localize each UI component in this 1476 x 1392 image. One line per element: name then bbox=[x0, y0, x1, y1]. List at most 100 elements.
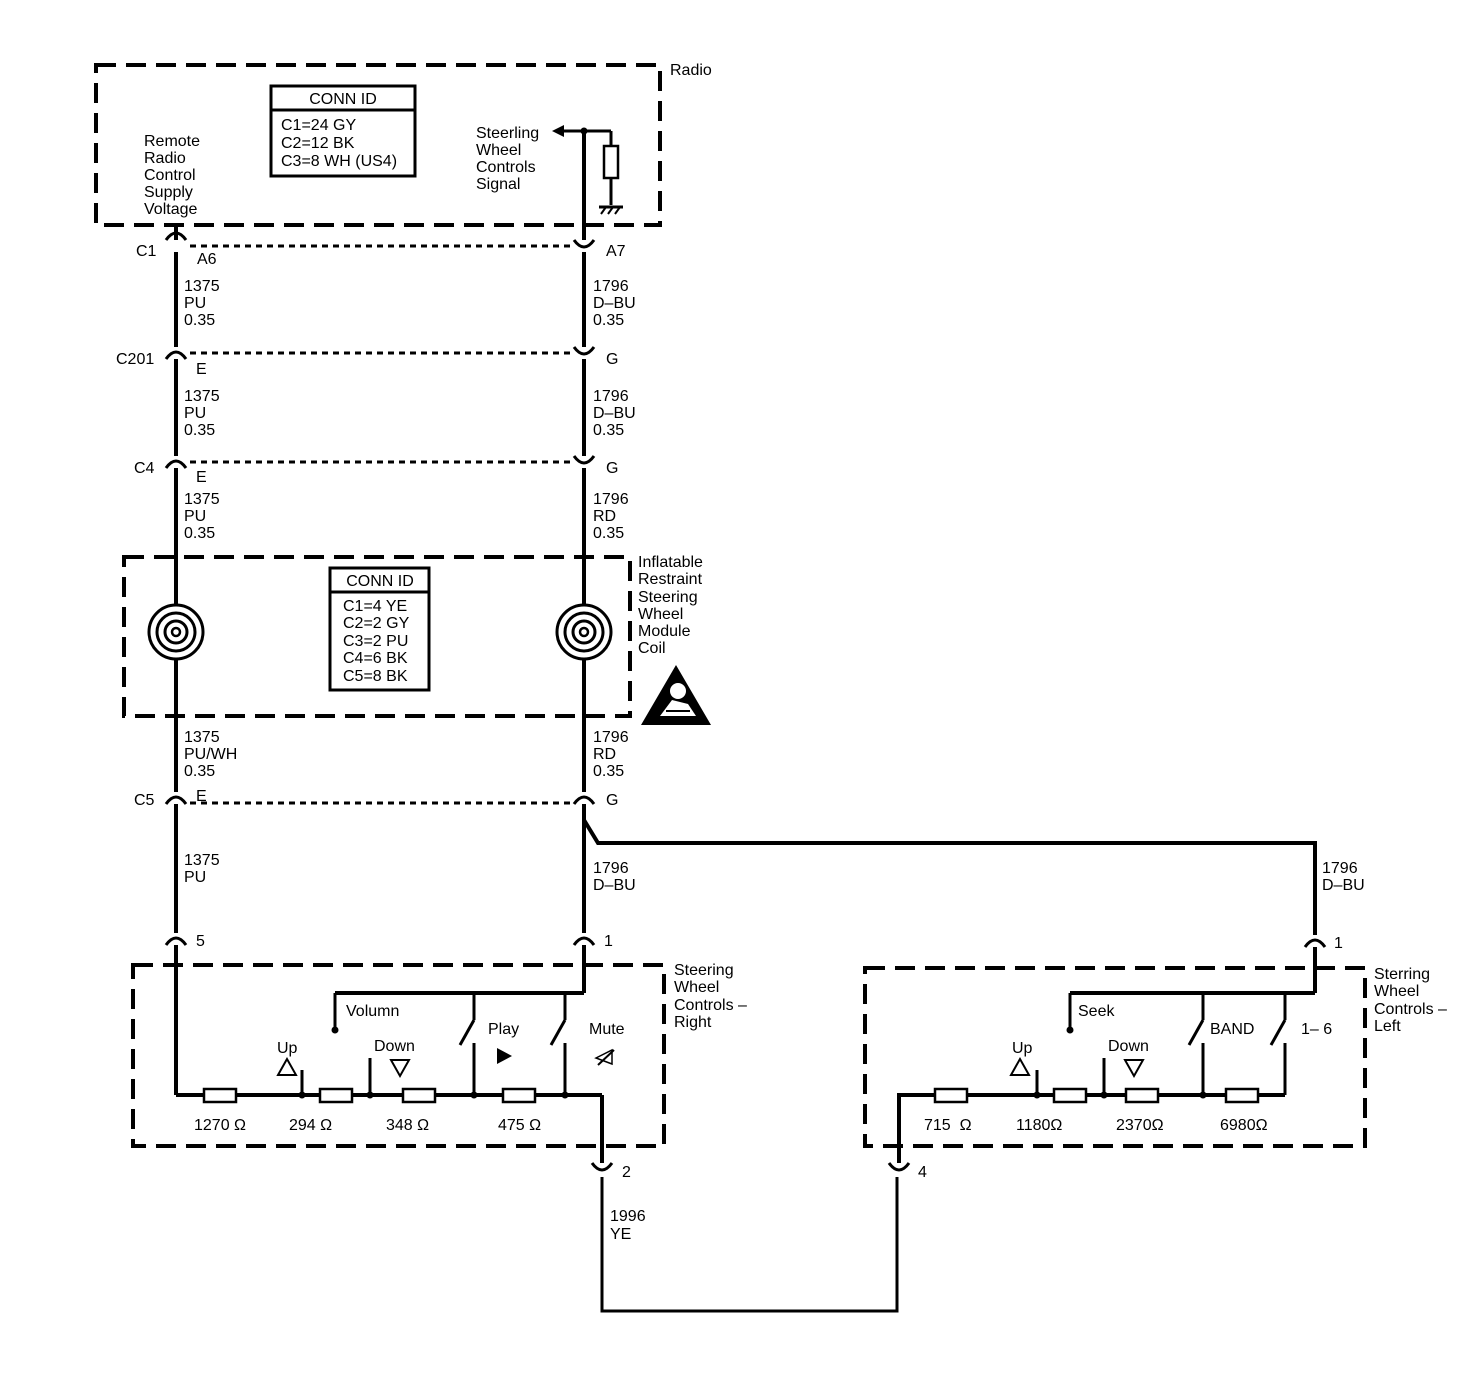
svg-text:Module: Module bbox=[638, 623, 691, 640]
coil-module-label: Inflatable Restraint Steering Wheel Modu… bbox=[638, 554, 703, 657]
svg-text:1996: 1996 bbox=[610, 1208, 646, 1225]
coil-module-box bbox=[122, 555, 632, 718]
svg-text:C5: C5 bbox=[134, 792, 155, 809]
svg-text:0.35: 0.35 bbox=[184, 312, 215, 329]
svg-text:C1=4 YE: C1=4 YE bbox=[343, 598, 407, 615]
svg-text:C1: C1 bbox=[136, 243, 157, 260]
svg-text:1796: 1796 bbox=[593, 729, 629, 746]
sw-right-switch bbox=[458, 1019, 567, 1046]
svg-text:5: 5 bbox=[196, 933, 205, 950]
resistor-6980 bbox=[1224, 1087, 1260, 1104]
svg-text:G: G bbox=[606, 351, 618, 368]
resistor-1270 bbox=[202, 1087, 238, 1104]
wire-label-right-1: 1796 D–BU 0.35 bbox=[593, 278, 636, 329]
band-label: BAND bbox=[1210, 1021, 1254, 1038]
svg-text:1796: 1796 bbox=[1322, 860, 1358, 877]
svg-text:Control: Control bbox=[144, 167, 196, 184]
up-triangle-icon bbox=[1009, 1056, 1031, 1076]
svg-text:A6: A6 bbox=[197, 251, 217, 268]
svg-text:Coil: Coil bbox=[638, 640, 666, 657]
svg-text:G: G bbox=[606, 460, 618, 477]
connector-sw-right-pins: 5 1 bbox=[164, 933, 613, 950]
resistor-label: 475 Ω bbox=[498, 1117, 541, 1134]
wire-label-left-3: 1375 PU 0.35 bbox=[184, 491, 220, 542]
svg-text:Wheel: Wheel bbox=[476, 142, 521, 159]
svg-text:Supply: Supply bbox=[144, 184, 193, 201]
seek-label: Seek bbox=[1078, 1003, 1115, 1020]
radio-label: Radio bbox=[670, 62, 712, 79]
connector-c4: C4 E G bbox=[134, 455, 618, 486]
svg-text:PU: PU bbox=[184, 295, 206, 312]
radio-conn-line: C3=8 WH (US4) bbox=[281, 153, 397, 170]
svg-text:0.35: 0.35 bbox=[593, 763, 624, 780]
connector-sw-left-bottom-pin: 4 bbox=[887, 1162, 927, 1181]
wire-label-right-2: 1796 D–BU 0.35 bbox=[593, 388, 636, 439]
connector-sw-right-bottom-pin: 2 bbox=[590, 1162, 631, 1181]
svg-text:Steering: Steering bbox=[638, 589, 698, 606]
svg-text:0.35: 0.35 bbox=[184, 763, 215, 780]
resistor-1180 bbox=[1052, 1087, 1088, 1104]
svg-text:C3=2 PU: C3=2 PU bbox=[343, 633, 408, 650]
connector-c5: C5 E G bbox=[134, 788, 618, 809]
svg-text:PU: PU bbox=[184, 405, 206, 422]
svg-text:D–BU: D–BU bbox=[593, 877, 636, 894]
signal-arrow-icon bbox=[552, 125, 564, 137]
svg-text:A7: A7 bbox=[606, 243, 626, 260]
coil-conn-id-table: CONN ID C1=4 YE C2=2 GY C3=2 PU C4=6 BK … bbox=[328, 566, 431, 692]
play-icon bbox=[497, 1048, 512, 1064]
mute-label: Mute bbox=[589, 1021, 625, 1038]
wire-label-far-right: 1796 D–BU bbox=[1322, 860, 1365, 894]
resistor-label: 1270 Ω bbox=[194, 1117, 246, 1134]
radio-box bbox=[94, 63, 662, 227]
mute-icon bbox=[594, 1048, 615, 1066]
svg-text:0.35: 0.35 bbox=[184, 525, 215, 542]
sw-controls-right-box bbox=[131, 963, 666, 1148]
connector-sw-left-top-pin: 1 bbox=[1303, 935, 1343, 952]
wire-label-right-4: 1796 RD 0.35 bbox=[593, 729, 629, 780]
svg-text:1375: 1375 bbox=[184, 491, 220, 508]
presets-label: 1– 6 bbox=[1301, 1021, 1332, 1038]
svg-text:C201: C201 bbox=[116, 351, 154, 368]
svg-text:PU: PU bbox=[184, 508, 206, 525]
svg-text:E: E bbox=[196, 361, 207, 378]
svg-text:C2=2 GY: C2=2 GY bbox=[343, 615, 410, 632]
svg-text:Right: Right bbox=[674, 1014, 712, 1031]
svg-text:Sterring: Sterring bbox=[1374, 966, 1430, 983]
svg-text:Remote: Remote bbox=[144, 133, 200, 150]
wire-label-left-5: 1375 PU bbox=[184, 852, 220, 886]
svg-text:1796: 1796 bbox=[593, 491, 629, 508]
remote-radio-supply-label: Remote Radio Control Supply Voltage bbox=[144, 133, 200, 218]
resistor-label: 348 Ω bbox=[386, 1117, 429, 1134]
svg-text:0.35: 0.35 bbox=[184, 422, 215, 439]
play-label: Play bbox=[488, 1021, 519, 1038]
svg-text:1796: 1796 bbox=[593, 388, 629, 405]
down-triangle-icon bbox=[389, 1059, 411, 1079]
sw-controls-left-box bbox=[863, 966, 1367, 1148]
svg-text:C4: C4 bbox=[134, 460, 155, 477]
svg-text:1796: 1796 bbox=[593, 860, 629, 877]
clockspring-coil-icon bbox=[147, 603, 205, 661]
svg-text:D–BU: D–BU bbox=[1322, 877, 1365, 894]
svg-text:0.35: 0.35 bbox=[593, 422, 624, 439]
svg-text:1: 1 bbox=[1334, 935, 1343, 952]
svg-text:CONN ID: CONN ID bbox=[346, 573, 414, 590]
down-label: Down bbox=[374, 1038, 415, 1055]
resistor-475 bbox=[501, 1087, 537, 1104]
svg-text:1375: 1375 bbox=[184, 852, 220, 869]
radio-signal-input bbox=[552, 125, 623, 240]
svg-text:Steerling: Steerling bbox=[476, 125, 539, 142]
svg-text:1375: 1375 bbox=[184, 388, 220, 405]
down-triangle-icon bbox=[1123, 1059, 1145, 1079]
resistor-label: 2370Ω bbox=[1116, 1117, 1164, 1134]
svg-text:Wheel: Wheel bbox=[674, 979, 719, 996]
resistor-label: 6980Ω bbox=[1220, 1117, 1268, 1134]
bottom-wire-1996: 1996 YE bbox=[600, 1177, 899, 1313]
wire-label-right-5: 1796 D–BU bbox=[593, 860, 636, 894]
wire-label-right-3: 1796 RD 0.35 bbox=[593, 491, 629, 542]
svg-text:Controls –: Controls – bbox=[1374, 1001, 1447, 1018]
resistor-2370 bbox=[1124, 1087, 1160, 1104]
radio-conn-header: CONN ID bbox=[309, 91, 377, 108]
svg-text:0.35: 0.35 bbox=[593, 312, 624, 329]
svg-text:Restraint: Restraint bbox=[638, 571, 703, 588]
